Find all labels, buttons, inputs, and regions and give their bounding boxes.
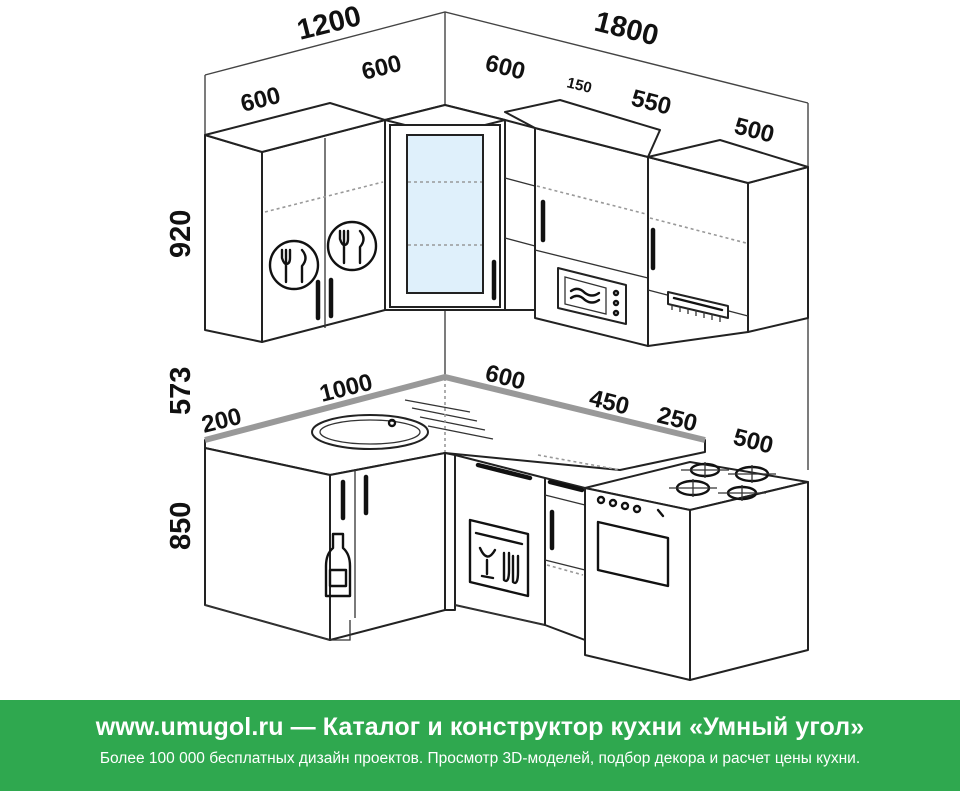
stove xyxy=(584,461,809,681)
dim-upper-left-a: 600 xyxy=(238,82,283,118)
dim-top-left-total: 1200 xyxy=(294,0,364,47)
dim-height-upper: 920 xyxy=(165,210,197,258)
dim-height-base: 850 xyxy=(165,502,197,550)
dim-top-right-total: 1800 xyxy=(591,6,661,53)
upper-right-cabinets xyxy=(504,99,661,347)
kitchen-diagram: 1200 1800 600 600 600 150 550 500 920 57… xyxy=(165,0,809,681)
dim-height-mid: 573 xyxy=(165,367,197,415)
upper-left-cabinet xyxy=(204,102,386,343)
upper-hood-cabinet xyxy=(647,139,809,347)
dim-stove-500: 500 xyxy=(731,424,776,460)
base-mid-cabinets xyxy=(444,452,586,641)
upper-corner-cabinet xyxy=(384,104,506,311)
base-left-cabinets xyxy=(204,447,446,641)
dim-upper-left-b: 600 xyxy=(359,50,404,86)
footer-description: Более 100 000 бесплатных дизайн проектов… xyxy=(99,750,861,767)
dim-upper-right-c: 500 xyxy=(732,113,777,149)
dim-upper-right-gap: 150 xyxy=(565,74,593,97)
footer-site-title[interactable]: www.umugol.ru — Каталог и конструктор ку… xyxy=(95,713,865,741)
dim-upper-right-b: 550 xyxy=(629,85,674,121)
dim-upper-right-a: 600 xyxy=(483,50,528,86)
footer-banner: www.umugol.ru — Каталог и конструктор ку… xyxy=(0,700,960,791)
